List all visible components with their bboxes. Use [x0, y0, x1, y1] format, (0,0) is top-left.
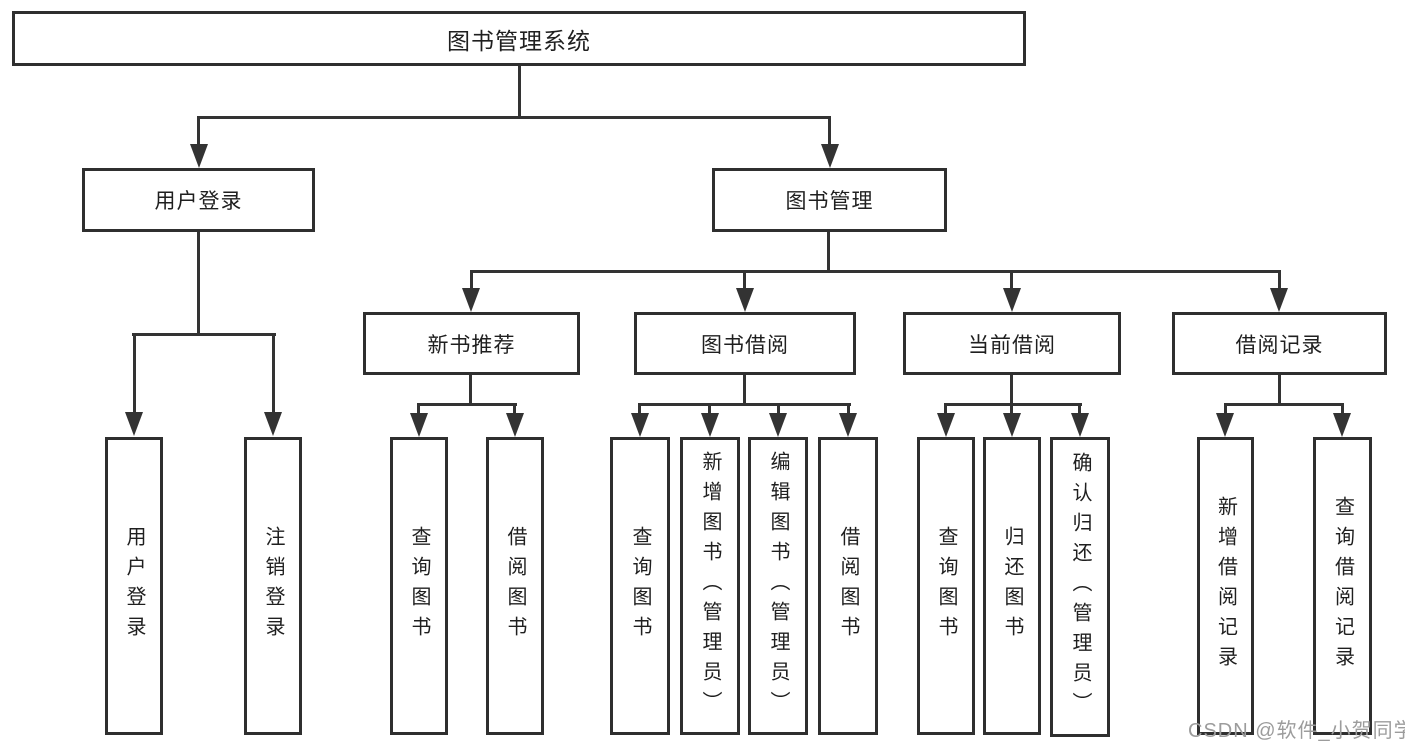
arrowhead-leaf [937, 413, 955, 437]
connector-leaf-drop [417, 403, 420, 417]
connector-bar [417, 403, 517, 406]
node-label: 用户登录 [154, 190, 243, 213]
leaf-label: 新增图书（管理员） [699, 451, 721, 721]
connector-bar [638, 403, 851, 406]
connector-leaf-drop [777, 403, 780, 417]
leaf-label: 借阅图书 [504, 526, 526, 646]
leaf-label: 查询图书 [629, 526, 651, 646]
node-user-login: 用户登录 [82, 168, 315, 232]
arrowhead-leaf [125, 412, 143, 436]
arrowhead-leaf [1216, 413, 1234, 437]
connector-leaf-drop [638, 403, 641, 417]
arrowhead-l3 [1270, 288, 1288, 312]
arrowhead-leaf [769, 413, 787, 437]
connector-leaf-drop [708, 403, 711, 417]
leaf-edit-book-admin: 编辑图书（管理员） [748, 437, 808, 735]
connector-bookmgmt-stem [827, 230, 830, 273]
leaf-label: 新增借阅记录 [1214, 496, 1237, 676]
leaf-label: 查询图书 [935, 526, 957, 646]
node-borrowing-records: 借阅记录 [1172, 312, 1387, 375]
csdn-watermark: CSDN @软件_小贺同学 [1188, 720, 1405, 742]
arrowhead-leaf [701, 413, 719, 437]
connector-leaf-drop [1078, 403, 1081, 417]
node-label: 新书推荐 [427, 333, 516, 357]
node-label: 图书借阅 [701, 333, 789, 357]
arrowhead-leaf [1333, 413, 1351, 437]
leaf-add-borrow-record: 新增借阅记录 [1197, 437, 1254, 735]
arrowhead-bookmgmt [821, 144, 839, 168]
connector-level3-bar [470, 270, 1281, 273]
connector-bar [944, 403, 1082, 406]
node-book-management: 图书管理 [712, 168, 947, 232]
leaf-query-borrow-record: 查询借阅记录 [1313, 437, 1372, 735]
connector-leaf-drop [133, 333, 136, 414]
leaf-user-login: 用户登录 [105, 437, 163, 735]
leaf-label: 归还图书 [1001, 526, 1023, 646]
connector-userlogin-stem [197, 230, 200, 336]
leaf-logout: 注销登录 [244, 437, 302, 735]
connector-stem [469, 373, 472, 406]
connector-stem [1278, 373, 1281, 406]
arrowhead-l3 [1003, 288, 1021, 312]
connector-l3-drop [743, 270, 746, 290]
arrowhead-l3 [736, 288, 754, 312]
leaf-return-books: 归还图书 [983, 437, 1041, 735]
leaf-label: 查询图书 [408, 526, 430, 646]
leaf-borrow-books: 借阅图书 [486, 437, 544, 735]
node-book-borrowing: 图书借阅 [634, 312, 856, 375]
connector-l3-drop [1278, 270, 1281, 290]
connector-leaf-drop [1224, 403, 1227, 417]
leaf-label: 查询借阅记录 [1331, 496, 1354, 676]
leaf-label: 用户登录 [123, 526, 145, 646]
connector-leaf-drop [1010, 403, 1013, 417]
connector-stem [743, 373, 746, 406]
node-root: 图书管理系统 [12, 11, 1026, 66]
node-new-book-recommend: 新书推荐 [363, 312, 580, 375]
connector-level1-bar [197, 116, 831, 119]
arrowhead-leaf [506, 413, 524, 437]
arrowhead-leaf [264, 412, 282, 436]
leaf-query-books: 查询图书 [390, 437, 448, 735]
arrowhead-l3 [462, 288, 480, 312]
connector-leaf-drop [944, 403, 947, 417]
connector-bookmgmt-drop [828, 116, 831, 148]
arrowhead-leaf [839, 413, 857, 437]
arrowhead-userlogin [190, 144, 208, 168]
leaf-add-book-admin: 新增图书（管理员） [680, 437, 740, 735]
connector-leaf-drop [513, 403, 516, 417]
node-label: 图书管理 [785, 190, 874, 213]
connector-bar [1224, 403, 1344, 406]
node-current-borrowing: 当前借阅 [903, 312, 1121, 375]
leaf-query-books: 查询图书 [610, 437, 670, 735]
connector-userlogin-bar [132, 333, 276, 336]
node-root-label: 图书管理系统 [447, 27, 591, 54]
connector-l3-drop [470, 270, 473, 290]
connector-userlogin-drop [197, 116, 200, 148]
leaf-query-books: 查询图书 [917, 437, 975, 735]
connector-leaf-drop [1341, 403, 1344, 417]
arrowhead-leaf [410, 413, 428, 437]
leaf-borrow-books: 借阅图书 [818, 437, 878, 735]
leaf-label: 借阅图书 [837, 526, 859, 646]
connector-stem [1010, 373, 1013, 406]
connector-leaf-drop [847, 403, 850, 417]
leaf-label: 确认归还（管理员） [1069, 452, 1091, 722]
connector-leaf-drop [272, 333, 275, 414]
arrowhead-leaf [1071, 413, 1089, 437]
arrowhead-leaf [1003, 413, 1021, 437]
leaf-label: 编辑图书（管理员） [767, 451, 789, 721]
node-label: 借阅记录 [1235, 333, 1324, 357]
leaf-label: 注销登录 [262, 526, 284, 646]
connector-root-stem [518, 64, 521, 119]
node-label: 当前借阅 [968, 333, 1056, 357]
arrowhead-leaf [631, 413, 649, 437]
leaf-confirm-return-admin: 确认归还（管理员） [1050, 437, 1110, 737]
connector-l3-drop [1010, 270, 1013, 290]
